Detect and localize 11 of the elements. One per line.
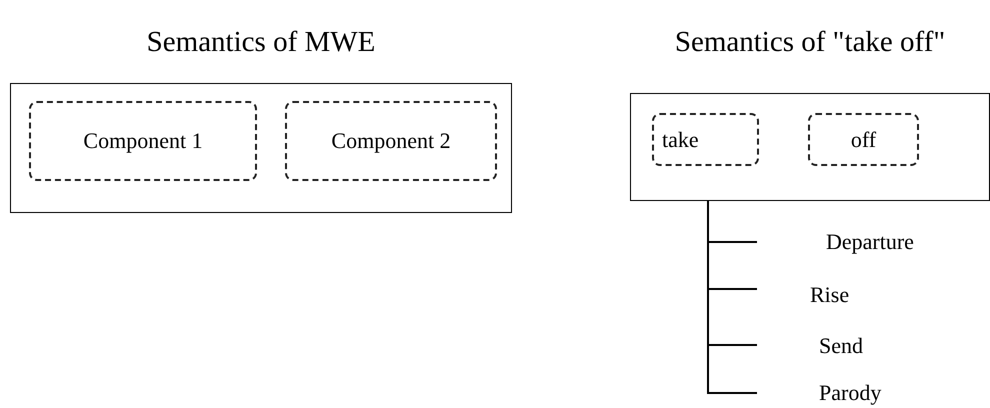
tree-branch-line — [707, 201, 757, 394]
dashed-component-box: Component 1 — [29, 101, 257, 181]
diagram-heading: Semantics of MWE — [146, 26, 376, 59]
dashed-component-box: off — [808, 113, 919, 166]
dashed-component-box: Component 2 — [285, 101, 497, 181]
sense-label: Rise — [757, 280, 850, 310]
diagram-heading: Semantics of "take off" — [674, 26, 946, 59]
sense-label: Send — [757, 331, 863, 361]
sense-label: Departure — [757, 227, 914, 257]
sense-label: Parody — [757, 378, 882, 408]
dashed-component-box: take — [652, 113, 759, 166]
